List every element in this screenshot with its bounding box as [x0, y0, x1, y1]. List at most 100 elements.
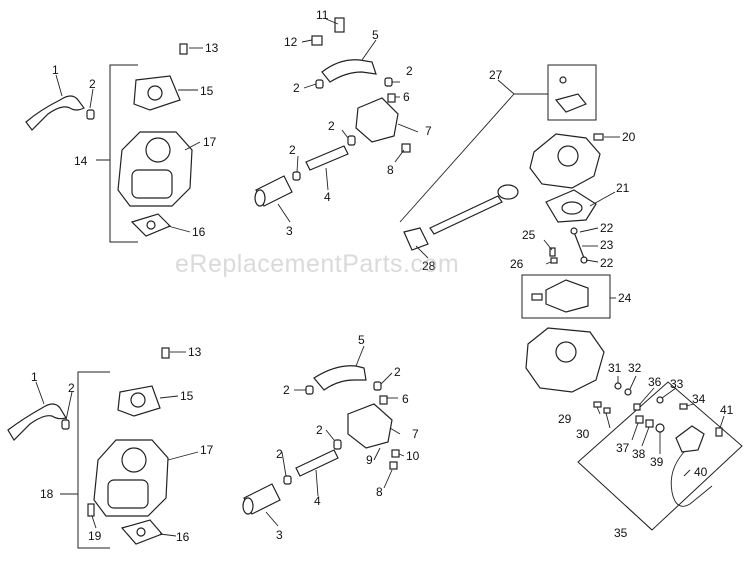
- callout-13: 13: [188, 345, 202, 359]
- callout-29: 29: [558, 412, 572, 426]
- callout-30: 30: [576, 427, 590, 441]
- callout-1: 1: [31, 370, 38, 384]
- screw-25: [549, 247, 556, 257]
- callout-2: 2: [293, 81, 300, 95]
- clamp-2-pump: [347, 135, 356, 146]
- clamp-2-hose-right: [384, 77, 393, 87]
- callout-38: 38: [632, 447, 646, 461]
- callout-14: 14: [74, 154, 88, 168]
- group-bracket-14: [96, 64, 138, 243]
- callout-13: 13: [205, 41, 219, 55]
- callout-17: 17: [200, 443, 214, 457]
- callout-17: 17: [203, 135, 217, 149]
- fitting-11: [334, 17, 345, 33]
- part-33: [656, 396, 664, 404]
- callout-41: 41: [720, 403, 734, 417]
- callout-7: 7: [425, 124, 432, 138]
- callout-28: 28: [422, 259, 436, 273]
- callout-2: 2: [289, 143, 296, 157]
- callout-5: 5: [372, 28, 379, 42]
- clamp-2-pump-bottom: [333, 439, 342, 450]
- screw-13-bottom: [161, 347, 170, 359]
- carburetor-17-bottom-throat: [121, 447, 147, 473]
- callout-27: 27: [489, 68, 503, 82]
- callout-3: 3: [286, 224, 293, 238]
- callout-21: 21: [616, 181, 630, 195]
- callout-11: 11: [316, 8, 329, 22]
- clamp-2-hose-left: [315, 79, 324, 89]
- part-39: [655, 423, 665, 433]
- carburetor-17-bowl: [131, 169, 173, 199]
- callout-2: 2: [283, 383, 290, 397]
- screw-41: [715, 427, 723, 437]
- part-38: [645, 419, 654, 428]
- callout-34: 34: [692, 392, 706, 406]
- fitting-6-bottom: [379, 395, 388, 405]
- screw-13-top: [179, 43, 188, 55]
- callout-2: 2: [276, 447, 283, 461]
- clamp-2-top: [86, 109, 95, 120]
- callout-23: 23: [600, 238, 614, 252]
- callout-26: 26: [510, 257, 524, 271]
- part-34: [679, 403, 688, 410]
- governor-shaft: [429, 195, 503, 235]
- solenoid-24: [545, 279, 589, 313]
- fuel-pump-7-top: [355, 97, 399, 143]
- callout-22: 22: [600, 256, 614, 270]
- callout-5: 5: [358, 333, 365, 347]
- group-bracket-24: [521, 274, 611, 319]
- watermark-text: eReplacementParts.com: [175, 250, 460, 278]
- fuel-pump-7-bottom: [347, 403, 393, 449]
- leader-27-branches: [399, 79, 548, 223]
- callout-19: 19: [88, 529, 102, 543]
- gasket-21-hole: [561, 201, 583, 215]
- callout-22: 22: [600, 221, 614, 235]
- callout-37: 37: [616, 441, 630, 455]
- callout-4: 4: [314, 494, 321, 508]
- choke-solenoid-40: [675, 425, 705, 453]
- leader-lines-bottom-right: [596, 375, 725, 477]
- gasket-16-hole: [146, 220, 156, 230]
- washer-22-top: [570, 227, 578, 235]
- group-bracket-27: [547, 64, 597, 121]
- screw-20: [593, 133, 604, 141]
- carburetor-body-right-throat: [557, 145, 579, 167]
- gasket-15-hole: [147, 85, 163, 101]
- choke-wire-40: [670, 451, 713, 507]
- callout-2: 2: [68, 381, 75, 395]
- nut-26: [550, 257, 558, 264]
- callout-2: 2: [406, 64, 413, 78]
- callout-6: 6: [402, 392, 409, 406]
- callout-35: 35: [614, 526, 628, 540]
- fuel-line-4-top: [305, 145, 349, 171]
- callout-8: 8: [376, 485, 383, 499]
- callout-31: 31: [608, 361, 622, 375]
- screw-19: [87, 503, 95, 517]
- governor-gear: [497, 184, 519, 200]
- shaft-23: [573, 231, 585, 259]
- callout-2: 2: [316, 423, 323, 437]
- callout-40: 40: [694, 465, 708, 479]
- fuel-pump-assembly-bottom: [242, 345, 405, 527]
- clamp-2-hose-bottom-right: [373, 381, 382, 391]
- clamp-2-line: [292, 171, 301, 181]
- fuel-line-4-bottom: [295, 449, 339, 477]
- clamp-2-hose-bottom-left: [305, 385, 314, 395]
- hose-1-bottom: [7, 403, 67, 441]
- callout-16: 16: [192, 225, 206, 239]
- clamp-2-bottom: [61, 419, 70, 430]
- callout-8: 8: [387, 163, 394, 177]
- leader-lines-bottom-center: [265, 345, 405, 527]
- plug-28: [403, 227, 429, 251]
- hose-5-top: [321, 59, 377, 83]
- callout-2: 2: [328, 119, 335, 133]
- hose-1-top: [25, 95, 85, 131]
- callout-labels: 1 2 13 14 15 17 16 11 12 5 2 2 6 2 7 2 8…: [31, 8, 734, 544]
- fitting-8-top: [401, 143, 411, 153]
- fitting-10: [391, 449, 400, 458]
- callout-15: 15: [180, 389, 194, 403]
- fitting-6-top: [387, 93, 396, 103]
- screw-27-small: [559, 76, 567, 84]
- clamp-2-line-bottom: [283, 475, 292, 485]
